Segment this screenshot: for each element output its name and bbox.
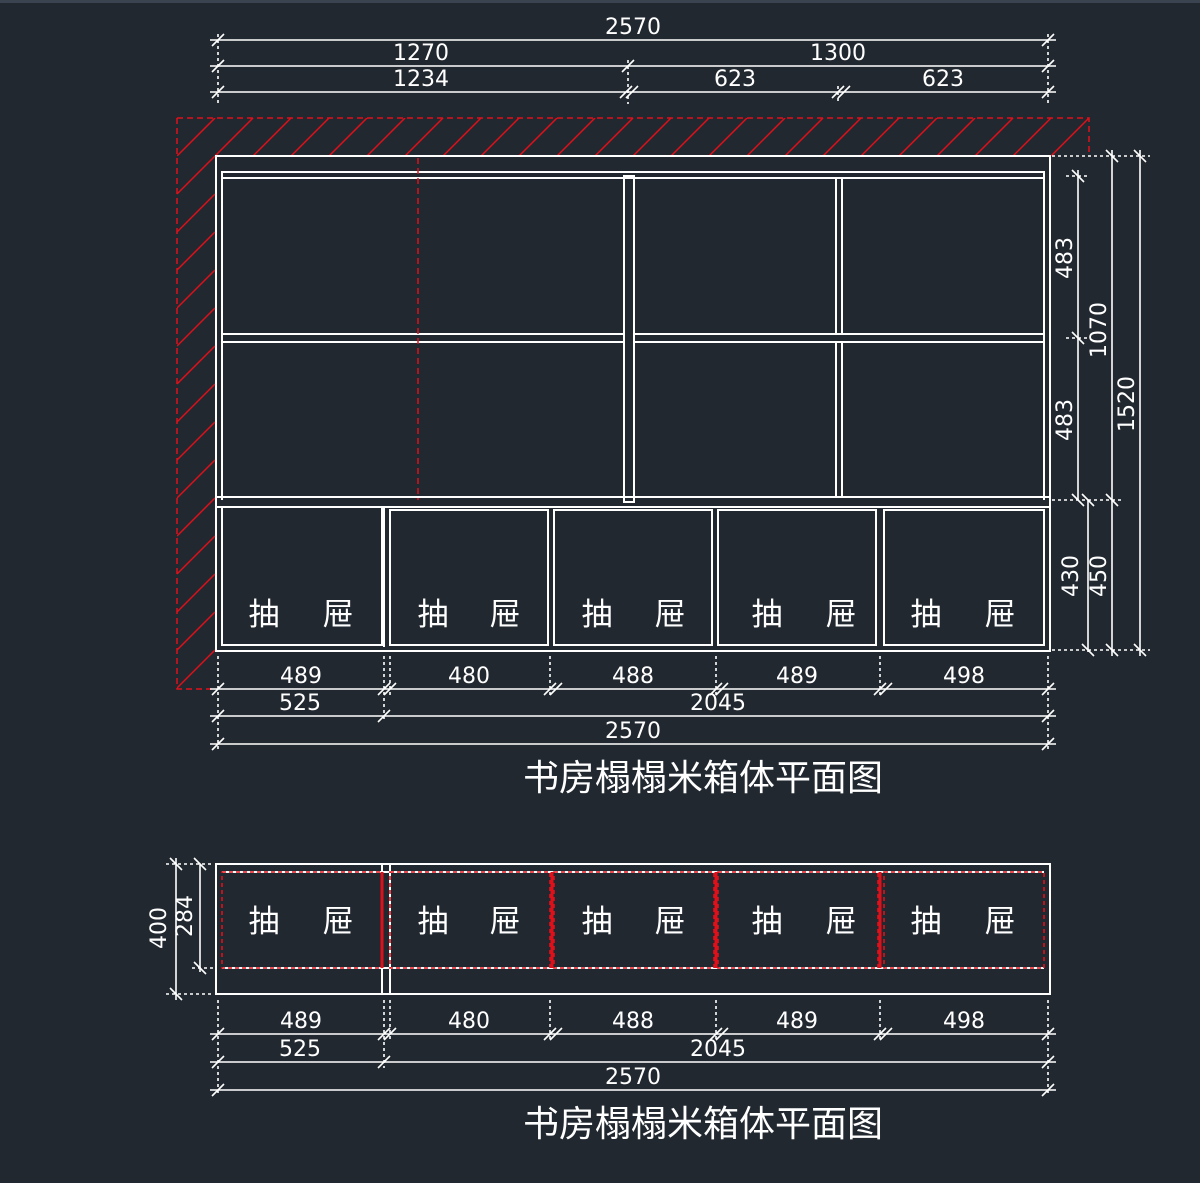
- dim-upper-b: 483: [1053, 399, 1078, 441]
- right-dimensions: [1052, 149, 1150, 657]
- drawer-label: 抽: [249, 597, 280, 633]
- cabinet-frame: [215, 155, 1051, 652]
- dim-drawer-1: 489: [280, 664, 322, 689]
- section-bottom-dimensions: [210, 1000, 1056, 1097]
- section-drawer-labels: 抽 屉 抽 屉 抽 屉 抽 屉 抽 屉: [249, 904, 1016, 940]
- drawer-label: 屉: [323, 597, 354, 633]
- top-dimensions: [210, 33, 1056, 104]
- drawer-label: 抽: [249, 904, 280, 940]
- drawer-labels: 抽 屉 抽 屉 抽 屉 抽 屉 抽 屉: [249, 597, 1016, 633]
- drawer-label: 屉: [826, 904, 857, 940]
- drawer-label: 抽: [418, 904, 449, 940]
- drawer-label: 屉: [985, 597, 1016, 633]
- dim-drawer-5: 498: [943, 664, 985, 689]
- dim-overall-bottom: 2570: [605, 1065, 661, 1090]
- dim-drawer-4: 489: [776, 664, 818, 689]
- dim-left-section: 525: [279, 691, 321, 716]
- dim-overall-bottom: 2570: [605, 719, 661, 744]
- drawer-label: 抽: [582, 904, 613, 940]
- dim-base-height: 450: [1087, 555, 1112, 597]
- drawer-label: 抽: [911, 904, 942, 940]
- dim-left-inner: 1234: [393, 67, 449, 92]
- drawer-label: 屉: [655, 904, 686, 940]
- window-top-border: [0, 0, 1200, 3]
- dim-upper-total: 1070: [1087, 302, 1112, 358]
- dim-drawer-4: 489: [776, 1009, 818, 1034]
- dim-section-inner: 284: [173, 895, 198, 937]
- dim-right-a: 623: [714, 67, 756, 92]
- section-view: 抽 屉 抽 屉 抽 屉 抽 屉 抽 屉 400 284: [147, 857, 1056, 1145]
- dim-total-height: 1520: [1115, 376, 1140, 432]
- plan-view: 抽 屉 抽 屉 抽 屉 抽 屉 抽 屉 2570 1270 1300 1234 …: [176, 15, 1150, 799]
- dim-overall-width: 2570: [605, 15, 661, 40]
- drawer-label: 屉: [826, 597, 857, 633]
- section-left-dimensions: [166, 857, 214, 1001]
- dim-drawer-5: 498: [943, 1009, 985, 1034]
- dim-drawer-2: 480: [448, 664, 490, 689]
- dim-section-outer: 400: [147, 907, 172, 949]
- drawer-label: 屉: [655, 597, 686, 633]
- drawer-label: 抽: [582, 597, 613, 633]
- section-title: 书房榻榻米箱体平面图: [523, 1104, 883, 1145]
- dim-upper-a: 483: [1053, 237, 1078, 279]
- drawer-label: 抽: [752, 904, 783, 940]
- dim-left-section: 525: [279, 1037, 321, 1062]
- section-drawers: [221, 871, 1045, 969]
- dim-drawer-height: 430: [1059, 555, 1084, 597]
- dim-right-half: 1300: [810, 41, 866, 66]
- dim-drawer-1: 489: [280, 1009, 322, 1034]
- drawer-label: 抽: [911, 597, 942, 633]
- dim-drawer-2: 480: [448, 1009, 490, 1034]
- dim-drawer-3: 488: [612, 1009, 654, 1034]
- drawer-label: 屉: [490, 597, 521, 633]
- section-drawer-separators: [380, 872, 882, 968]
- drawer-label: 抽: [752, 597, 783, 633]
- drawer-label: 抽: [418, 597, 449, 633]
- bottom-dimensions: [210, 656, 1056, 751]
- drawer-label: 屉: [985, 904, 1016, 940]
- drawer-label: 屉: [490, 904, 521, 940]
- dim-drawer-3: 488: [612, 664, 654, 689]
- dim-right-section: 2045: [690, 1037, 746, 1062]
- drawer-label: 屉: [323, 904, 354, 940]
- dim-right-section: 2045: [690, 691, 746, 716]
- wall-hatch: [176, 117, 1090, 690]
- dim-right-b: 623: [922, 67, 964, 92]
- plan-title: 书房榻榻米箱体平面图: [523, 758, 883, 799]
- dim-left-half: 1270: [393, 41, 449, 66]
